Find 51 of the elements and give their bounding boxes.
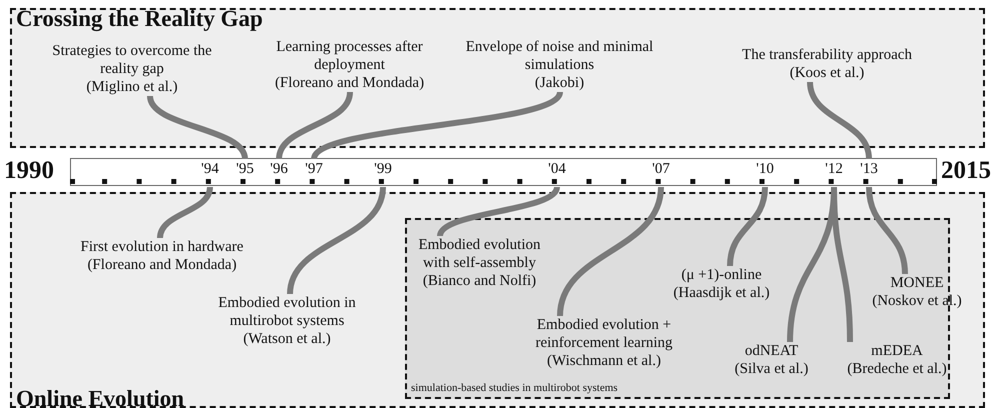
year-label: '97 [305,161,323,177]
event-description: (μ +1)-online [680,266,763,284]
event-description: Strategies to overcome the reality gap [51,42,213,78]
year-label: '95 [236,161,254,177]
event-description: MONEE [889,274,945,292]
event-description: Embodied evolution + reinforcement learning [534,316,674,352]
year-label: '94 [201,161,219,177]
ribbon-connector [287,186,386,294]
event-description: mEDEA [870,342,924,360]
citation-text: (Haasdijk et al.) [672,284,771,302]
event-description: Embodied evolution with self-assembly [417,236,542,272]
year-label: '10 [756,161,774,177]
citation-text: (Miglino et al.) [85,78,179,96]
citation-text: (Floreano and Mondada) [86,256,238,274]
ribbon-connector [866,186,908,274]
year-label: '12 [825,161,843,177]
citation-text: (Wischmann et al.) [546,352,662,370]
ribbon-connector [157,186,213,238]
region-band [10,8,985,148]
ribbon-connector [831,186,853,342]
citation-text: (Jakobi) [534,74,586,92]
year-label: '99 [374,161,392,177]
ribbon-connector [807,82,872,160]
year-label: '96 [270,161,288,177]
citation-text: (Bredeche et al.) [846,360,948,378]
year-label: '04 [548,161,566,177]
citation-text: (Floreano and Mondada) [274,74,426,92]
citation-text: (Noskov et al.) [871,292,963,310]
year-label: 1990 [4,157,54,185]
region-band [10,192,985,408]
ribbon-connector [437,186,560,238]
group-title: simulation-based studies in multirobot systems [411,382,618,395]
year-label: 2015 [941,157,991,185]
timeline-bar [70,158,937,186]
ribbon-connector [727,186,768,266]
citation-text: (Bianco and Nolfi) [422,272,538,290]
band-title: Online Evolution [16,386,184,408]
event-description: First evolution in hardware [80,238,244,256]
citation-text: (Koos et al.) [788,64,866,82]
citation-text: (Watson et al.) [242,330,332,348]
event-description: Embodied evolution in multirobot systems [217,294,357,330]
event-description: The transferability approach [741,46,913,64]
year-label: '13 [860,161,878,177]
citation-text: (Silva et al.) [734,360,810,378]
ribbon-connector [311,90,563,161]
ribbon-connector [557,186,664,316]
event-description: Envelope of noise and minimal simulations [464,38,654,74]
event-description: Learning processes after deployment [275,38,424,74]
event-description: odNEAT [744,342,800,360]
band-title: Crossing the Reality Gap [16,6,263,32]
year-label: '07 [652,161,670,177]
